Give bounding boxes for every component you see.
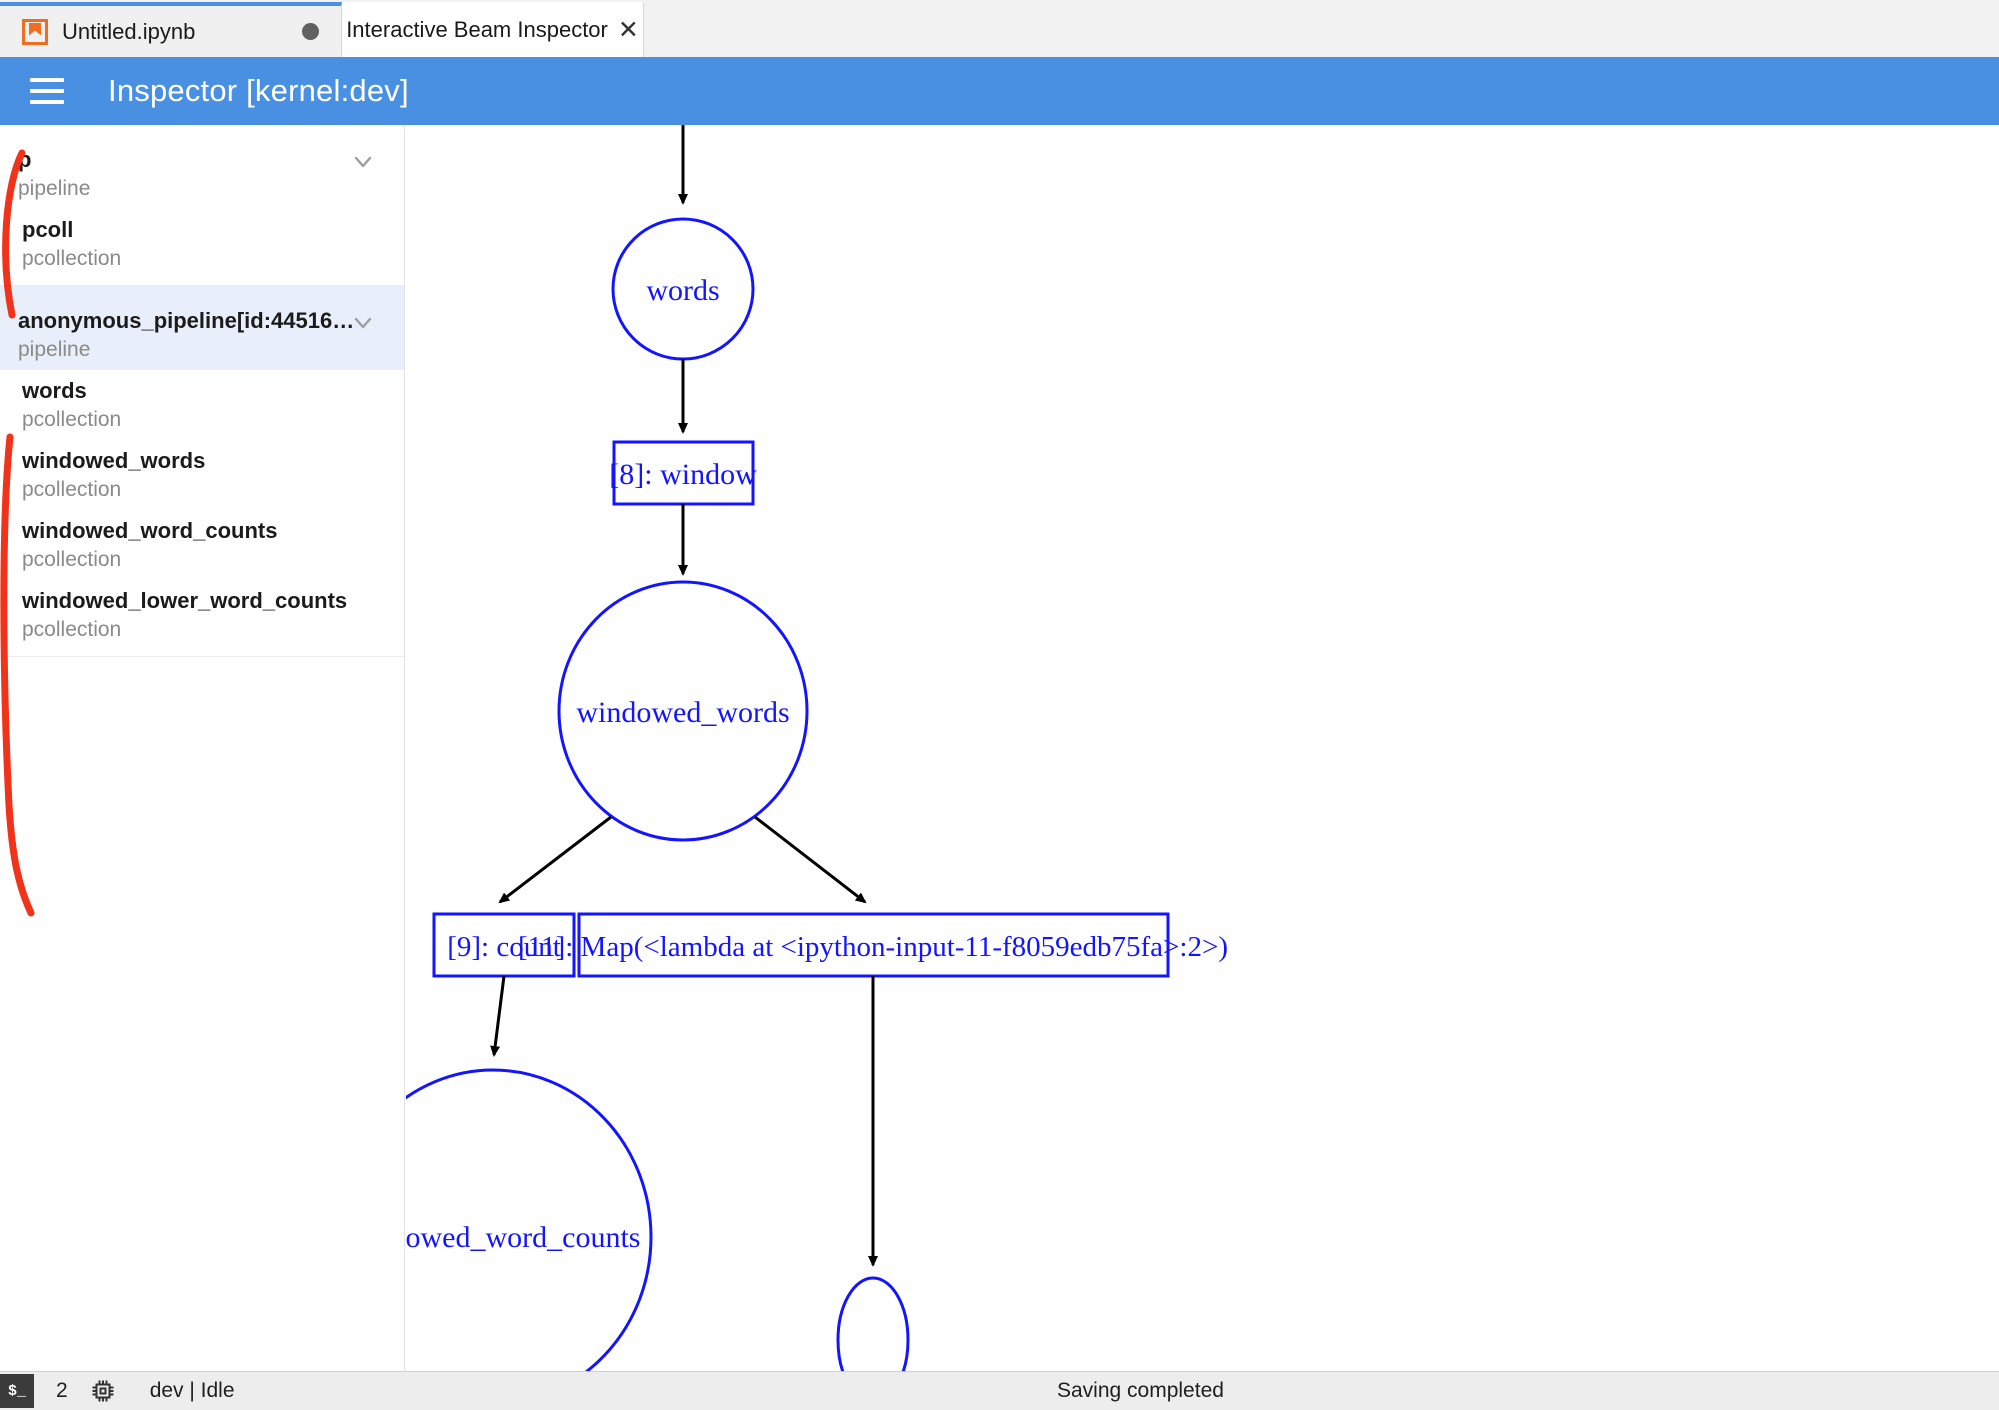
hamburger-icon[interactable]: [30, 78, 64, 104]
hamburger-bar: [30, 89, 64, 93]
cpu-icon[interactable]: [90, 1378, 116, 1404]
close-icon[interactable]: ✕: [617, 15, 639, 44]
sidebar-item-windowed-lower-word-counts[interactable]: windowed_lower_word_counts pcollection: [0, 580, 404, 650]
chevron-down-icon[interactable]: [352, 312, 374, 334]
hamburger-bar: [30, 78, 64, 82]
graph-node-windowed-word-counts[interactable]: [406, 1068, 653, 1371]
graph-edge: [754, 815, 867, 904]
terminal-icon[interactable]: $_: [0, 1374, 34, 1408]
graph-node-label: words: [646, 274, 719, 307]
status-bar: $_ 2 dev | Idle Saving completed: [0, 1371, 1999, 1410]
sidebar-item-label: p: [18, 147, 32, 172]
sidebar-item-label: anonymous_pipeline[id:44516…: [18, 308, 355, 333]
pipeline-graph-canvas[interactable]: words [8]: window windowed_words [9]: co…: [406, 125, 1999, 1371]
sidebar-item-windowed-words[interactable]: windowed_words pcollection: [0, 440, 404, 510]
graph-node-label: windowed_words: [576, 696, 789, 729]
sidebar-item-type: pcollection: [22, 478, 122, 501]
pipeline-group-anonymous: anonymous_pipeline[id:44516… pipeline wo…: [0, 286, 404, 657]
graph-edge: [498, 815, 612, 904]
tab-label: Interactive Beam Inspector: [346, 17, 608, 42]
graph-node-label: [8]: window: [609, 458, 757, 491]
sidebar-item-type: pcollection: [22, 408, 122, 431]
terminal-count: 2: [56, 1379, 68, 1402]
sidebar-item-label: windowed_words: [22, 448, 206, 473]
sidebar-item-label: pcoll: [22, 217, 74, 242]
pipeline-group-p: p pipeline pcoll pcollection: [0, 125, 404, 286]
tab-interactive-beam-inspector[interactable]: Interactive Beam Inspector ✕: [342, 2, 644, 57]
kernel-status[interactable]: dev | Idle: [149, 1379, 235, 1402]
graph-node-label: [9]: count: [447, 931, 561, 963]
jupyter-notebook-icon: [22, 18, 48, 45]
sidebar-item-label: words: [22, 378, 87, 403]
tab-untitled-ipynb[interactable]: Untitled.ipynb: [0, 2, 342, 57]
sidebar-item-label: windowed_lower_word_counts: [22, 588, 348, 613]
tab-label: Untitled.ipynb: [62, 18, 196, 44]
app-header: Inspector [kernel:dev]: [0, 57, 1999, 125]
graph-edge: [490, 975, 506, 1057]
graph-node-clipped[interactable]: [836, 1276, 910, 1371]
sidebar-item-words[interactable]: words pcollection: [0, 370, 404, 440]
save-status: Saving completed: [1057, 1379, 1224, 1402]
sidebar-item-pcoll[interactable]: pcoll pcollection: [0, 209, 404, 279]
graph-node-label: [11]: Map(<lambda at <ipython-input-11-f…: [518, 931, 1228, 963]
graph-node-label: windowed_word_counts: [406, 1221, 640, 1254]
graph-node-windowed-words[interactable]: [557, 580, 809, 842]
hamburger-bar: [30, 100, 64, 104]
sidebar-item-label: windowed_word_counts: [22, 518, 278, 543]
pipeline-graph: words [8]: window windowed_words [9]: co…: [406, 125, 1228, 1371]
sidebar-item-type: pcollection: [22, 618, 122, 641]
inspector-sidebar[interactable]: p pipeline pcoll pcollection anonymous_p…: [0, 125, 405, 1371]
sidebar-item-type: pipeline: [18, 338, 91, 361]
page-title: Inspector [kernel:dev]: [108, 73, 409, 108]
sidebar-item-type: pipeline: [18, 177, 91, 200]
sidebar-item-anonymous-pipeline[interactable]: anonymous_pipeline[id:44516… pipeline: [0, 286, 404, 370]
sidebar-item-p[interactable]: p pipeline: [0, 125, 404, 209]
sidebar-item-windowed-word-counts[interactable]: windowed_word_counts pcollection: [0, 510, 404, 580]
sidebar-item-type: pcollection: [22, 247, 122, 270]
sidebar-item-type: pcollection: [22, 548, 122, 571]
tab-bar: Untitled.ipynb Interactive Beam Inspecto…: [0, 0, 1999, 58]
chevron-down-icon[interactable]: [352, 151, 374, 173]
unsaved-dot-icon[interactable]: [302, 23, 319, 40]
